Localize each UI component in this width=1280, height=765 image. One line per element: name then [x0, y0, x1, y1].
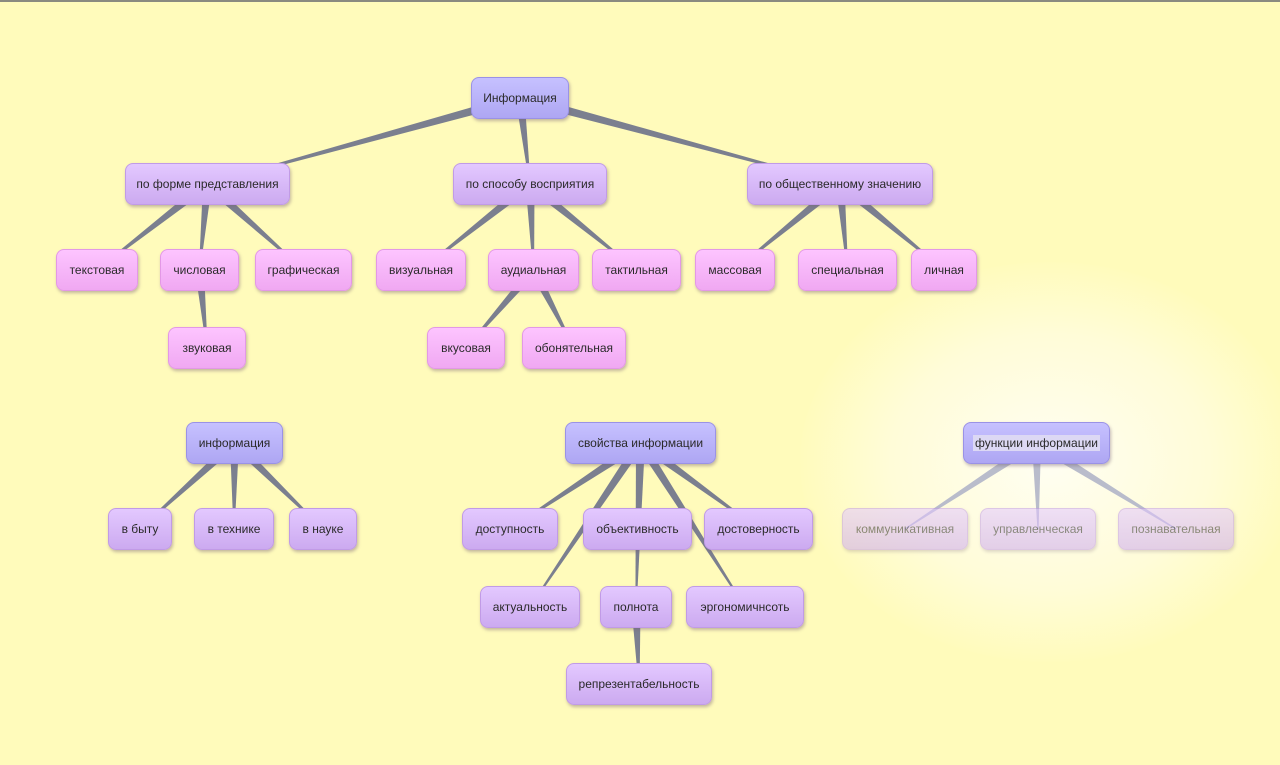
node-label: обонятельная [534, 341, 614, 355]
connector-form-num [198, 183, 212, 271]
node-label: функции информации [973, 435, 1100, 451]
node-aud[interactable]: аудиальная [488, 249, 579, 291]
node-props[interactable]: свойства информации [565, 422, 716, 464]
node-mass[interactable]: массовая [695, 249, 775, 291]
node-label: вкусовая [441, 341, 491, 355]
node-label: Информация [483, 91, 557, 105]
node-act[interactable]: актуальность [480, 586, 580, 628]
node-label: репрезентабельность [578, 677, 700, 691]
node-info2[interactable]: информация [186, 422, 283, 464]
node-root[interactable]: Информация [471, 77, 569, 119]
connector-root-social [518, 93, 841, 185]
node-label: достоверность [717, 522, 800, 536]
node-social[interactable]: по общественному значению [747, 163, 933, 205]
node-ergo[interactable]: эргономичнсоть [686, 586, 804, 628]
node-comm[interactable]: коммуникативная [842, 508, 968, 550]
node-repr[interactable]: репрезентабельность [566, 663, 712, 705]
node-label: познавательная [1131, 522, 1221, 536]
node-spec[interactable]: специальная [798, 249, 897, 291]
node-graph[interactable]: графическая [255, 249, 352, 291]
node-label: массовая [708, 263, 762, 277]
node-num[interactable]: числовая [160, 249, 239, 291]
node-tact[interactable]: тактильная [592, 249, 681, 291]
node-label: по общественному значению [758, 177, 922, 191]
connector-social-spec [835, 183, 849, 271]
node-label: тактильная [605, 263, 668, 277]
node-rel[interactable]: достоверность [704, 508, 813, 550]
node-label: по способу восприятия [465, 177, 595, 191]
node-cogn[interactable]: познавательная [1118, 508, 1234, 550]
node-full[interactable]: полнота [600, 586, 672, 628]
node-form[interactable]: по форме представления [125, 163, 290, 205]
node-vis[interactable]: визуальная [376, 249, 466, 291]
node-label: в науке [302, 522, 344, 536]
node-label: эргономичнсоть [700, 600, 790, 614]
node-label: свойства информации [577, 436, 704, 450]
node-sci[interactable]: в науке [289, 508, 357, 550]
node-label: звуковая [182, 341, 232, 355]
node-smell[interactable]: обонятельная [522, 327, 626, 369]
connector-root-form [207, 93, 522, 185]
node-label: полнота [613, 600, 659, 614]
node-text[interactable]: текстовая [56, 249, 138, 291]
node-label: визуальная [388, 263, 454, 277]
connector-info2-tech [230, 442, 239, 530]
node-label: по форме представления [136, 177, 279, 191]
node-percep[interactable]: по способу восприятия [453, 163, 607, 205]
node-label: управленческая [993, 522, 1083, 536]
connector-percep-aud [525, 183, 535, 271]
node-taste[interactable]: вкусовая [427, 327, 505, 369]
connector-func-mgmt [1032, 442, 1041, 530]
node-label: специальная [811, 263, 884, 277]
node-label: информация [198, 436, 271, 450]
node-label: аудиальная [500, 263, 567, 277]
node-label: графическая [267, 263, 340, 277]
node-tech[interactable]: в технике [194, 508, 274, 550]
connector-root-percep [515, 97, 531, 185]
node-label: в технике [207, 522, 261, 536]
node-func[interactable]: функции информации [963, 422, 1110, 464]
node-label: личная [924, 263, 964, 277]
node-life[interactable]: в быту [108, 508, 172, 550]
node-mgmt[interactable]: управленческая [980, 508, 1096, 550]
node-label: коммуникативная [855, 522, 955, 536]
node-label: объективность [596, 522, 679, 536]
node-avail[interactable]: доступность [462, 508, 558, 550]
node-obj[interactable]: объективность [583, 508, 692, 550]
node-label: актуальность [492, 600, 568, 614]
node-sound[interactable]: звуковая [168, 327, 246, 369]
node-label: числовая [173, 263, 226, 277]
node-label: доступность [475, 522, 545, 536]
node-label: текстовая [69, 263, 125, 277]
node-pers[interactable]: личная [911, 249, 977, 291]
node-label: в быту [121, 522, 159, 536]
